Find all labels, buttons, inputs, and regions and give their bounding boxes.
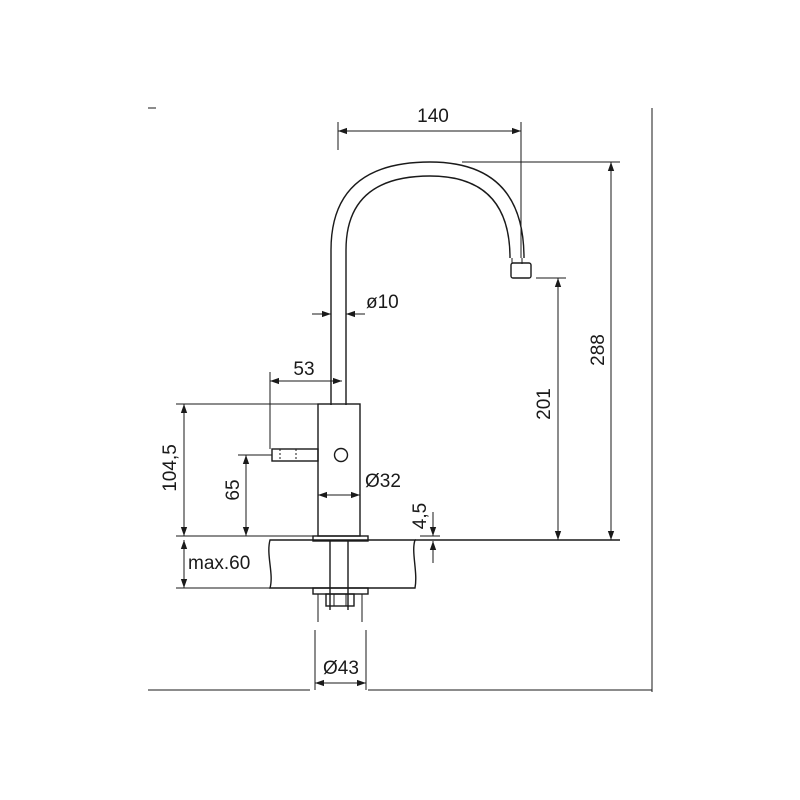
base-plate <box>312 535 369 542</box>
handle-pivot <box>333 447 349 463</box>
outlet-height-label: 201 <box>534 388 555 420</box>
dimension-lines <box>180 127 615 687</box>
countertop <box>268 539 620 589</box>
spout-pipe <box>330 161 525 405</box>
handle-height-label: 65 <box>223 479 244 500</box>
body-diameter-label: Ø32 <box>365 471 401 492</box>
handle-lever <box>271 448 319 462</box>
total-height-label: 288 <box>588 334 609 366</box>
faucet-body <box>317 403 361 537</box>
pipe-diameter-label: ø10 <box>366 292 399 313</box>
base-thickness-label: 4,5 <box>410 503 431 529</box>
faucet <box>271 161 532 622</box>
drawing-frame <box>148 107 653 692</box>
mounting-washer <box>312 587 369 595</box>
body-height-label: 104,5 <box>160 444 181 492</box>
aerator <box>510 262 532 279</box>
handle-offset-label: 53 <box>293 359 314 380</box>
counter-thickness-label: max.60 <box>188 553 250 574</box>
spout-reach-label: 140 <box>417 106 449 127</box>
mounting-nut <box>325 593 355 607</box>
hole-diameter-label: Ø43 <box>323 658 359 679</box>
